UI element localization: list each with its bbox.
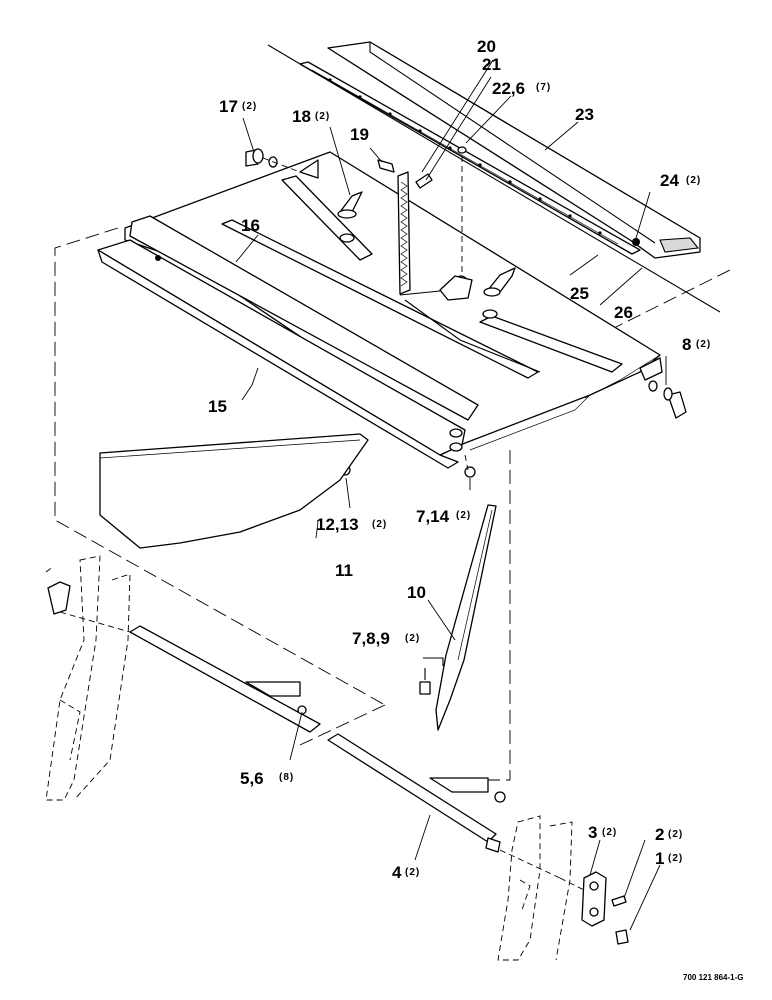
callout-4-qty: (2)	[405, 867, 420, 878]
end-plate	[299, 159, 319, 179]
callout-7-8-9-qty: (2)	[405, 633, 420, 644]
callout-7-14: 7,14	[416, 507, 450, 526]
callout-10: 10	[407, 583, 426, 602]
callout-15: 15	[208, 397, 227, 416]
callout-7-14-qty: (2)	[456, 510, 471, 521]
fasteners-top	[155, 146, 640, 301]
callout-2: 2	[655, 825, 664, 844]
callout-labels: 20 21 22,6 (7) 23 24 (2) 25 26 17 (2) 18…	[208, 37, 744, 982]
callout-2-qty: (2)	[668, 829, 683, 840]
support-bar-4	[327, 733, 561, 879]
callout-18: 18	[292, 107, 311, 126]
frame-right	[497, 815, 573, 961]
callout-25: 25	[570, 284, 589, 303]
side-shield-10	[435, 504, 497, 731]
assembly-outline	[54, 227, 731, 781]
callout-5-6-qty: (8)	[279, 772, 294, 783]
callout-1-qty: (2)	[668, 853, 683, 864]
bolt-17	[245, 148, 301, 173]
callout-20: 20	[477, 37, 496, 56]
support-bar-upper	[59, 611, 321, 733]
callout-12-13: 12,13	[316, 515, 359, 534]
callout-11: 11	[335, 561, 353, 580]
callout-21: 21	[482, 55, 501, 74]
callout-26: 26	[614, 303, 633, 322]
bolt-7-8-9	[419, 657, 444, 695]
callout-18-qty: (2)	[315, 111, 330, 122]
side-rail-15	[97, 215, 479, 469]
strip-25	[299, 61, 641, 255]
leader-lines	[235, 59, 667, 931]
hardware-1-2-3	[559, 871, 629, 945]
callout-8: 8	[682, 335, 691, 354]
callout-16: 16	[241, 216, 260, 235]
callout-24: 24	[660, 171, 679, 190]
callout-22-qty: (7)	[536, 82, 551, 93]
frame-left	[45, 555, 131, 801]
callout-12-13-qty: (2)	[372, 519, 387, 530]
rod-26	[267, 44, 721, 313]
callout-24-qty: (2)	[686, 175, 701, 186]
callout-19: 19	[350, 125, 369, 144]
tray-slots	[221, 175, 623, 379]
drawing-number: 700 121 864-1-G	[683, 973, 744, 982]
callout-23: 23	[575, 105, 594, 124]
bracket-18	[337, 191, 516, 319]
callout-3: 3	[588, 823, 597, 842]
callout-7-8-9: 7,8,9	[352, 629, 390, 648]
callout-22: 22,6	[492, 79, 525, 98]
deflector-11	[99, 433, 369, 549]
chain-20	[397, 171, 433, 295]
cover-strip-23	[327, 41, 701, 259]
callout-1: 1	[655, 849, 664, 868]
callout-8-qty: (2)	[696, 339, 711, 350]
bolt-8	[639, 357, 687, 419]
callout-17-qty: (2)	[242, 101, 257, 112]
callout-17: 17	[219, 97, 238, 116]
callout-3-qty: (2)	[602, 827, 617, 838]
callout-5-6: 5,6	[240, 769, 264, 788]
callout-4: 4	[392, 863, 402, 882]
